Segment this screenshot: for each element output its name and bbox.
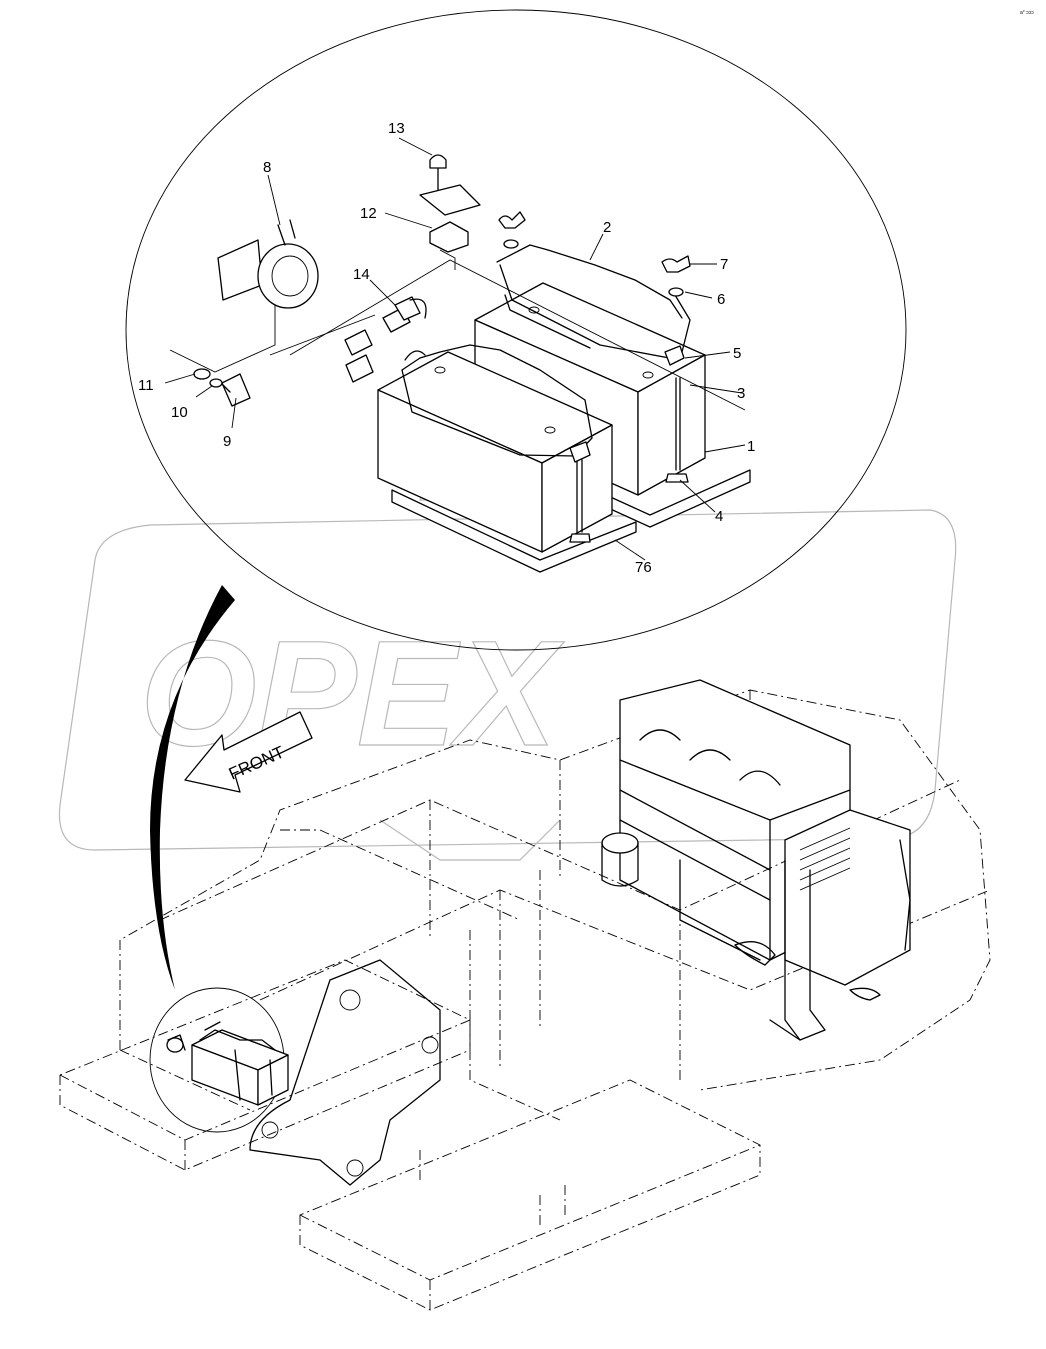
part-13-screw	[429, 154, 447, 191]
part-10-lock-washer	[209, 378, 223, 388]
callout-9: 9	[223, 433, 231, 450]
callout-labels: 1 2 3 4 5 6 7 8 9 10 11 12 13 14 76	[138, 120, 755, 576]
machine-battery-location	[149, 987, 289, 1133]
callout-14: 14	[353, 266, 370, 283]
part-12-bracket	[419, 184, 481, 253]
callout-6: 6	[717, 291, 725, 308]
callout-13: 13	[388, 120, 405, 137]
boom-mount	[249, 959, 441, 1186]
callout-3: 3	[737, 385, 745, 402]
callout-2: 2	[603, 219, 611, 236]
callout-7: 7	[720, 256, 728, 273]
cables	[169, 249, 746, 411]
battery-holders	[401, 211, 691, 543]
callout-12: 12	[360, 205, 377, 222]
callout-5: 5	[733, 345, 741, 362]
callout-10: 10	[171, 404, 188, 421]
detail-circle	[125, 9, 907, 651]
front-battery	[377, 351, 613, 553]
callout-76: 76	[635, 559, 652, 576]
callout-1: 1	[747, 438, 755, 455]
part-8-component	[217, 219, 319, 309]
corner-mark: a° ɔɔɔ	[1020, 10, 1034, 16]
part-9-bolt	[221, 373, 251, 407]
engine-assembly	[601, 679, 911, 1041]
callout-4: 4	[715, 508, 723, 525]
callout-8: 8	[263, 159, 271, 176]
callout-11: 11	[138, 377, 154, 394]
callout-leaders	[164, 137, 746, 561]
part-11-washer	[193, 368, 211, 380]
